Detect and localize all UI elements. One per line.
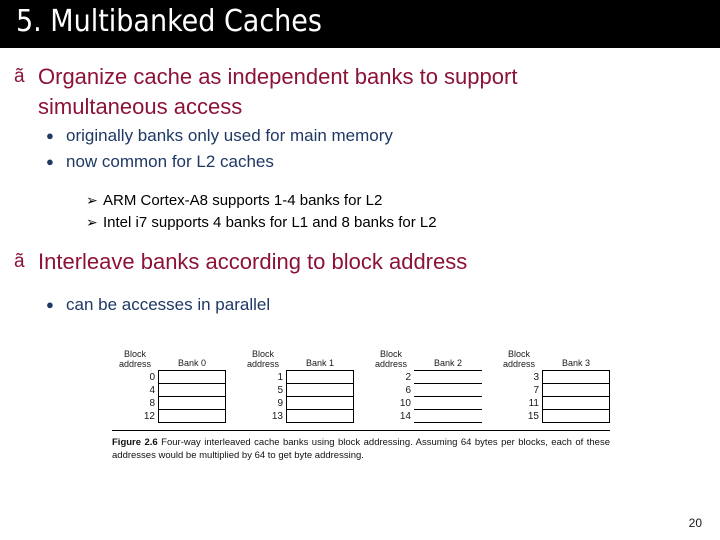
block-address-header: Block address <box>496 349 542 369</box>
bank-label: Bank 1 <box>305 358 335 368</box>
bank-cell <box>543 397 609 410</box>
block-address-value: 5 <box>277 385 283 396</box>
block-address-column-2: Block address 2 6 10 14 <box>368 349 414 423</box>
bank-cell <box>159 384 225 397</box>
bank-cell <box>414 384 482 397</box>
bullet-level1-interleave: ã Interleave banks according to block ad… <box>0 247 720 277</box>
bank-cell <box>287 371 353 384</box>
bank-group-2: Block address 2 6 10 14 Bank 2 <box>368 348 482 423</box>
block-address-header-line2: address <box>246 359 280 369</box>
figure-caption: Figure 2.6 Four-way interleaved cache ba… <box>112 436 610 462</box>
block-address-value: 10 <box>399 398 411 409</box>
bullet-text: Organize cache as independent banks to s… <box>38 64 518 119</box>
bank-column-3: Bank 3 <box>542 348 610 423</box>
bullet-text: Interleave banks according to block addr… <box>38 249 468 274</box>
bank-label: Bank 3 <box>561 358 591 368</box>
bank-box <box>542 370 610 423</box>
bullet-text: ARM Cortex-A8 supports 1-4 banks for L2 <box>103 192 383 209</box>
block-address-value: 6 <box>405 385 411 396</box>
block-address-header-line1: Block <box>379 349 402 359</box>
block-address-value: 11 <box>528 398 539 409</box>
bullet-arrow-icon: ➢ <box>86 214 98 230</box>
block-address-header-line2: address <box>374 359 408 369</box>
block-address-value: 4 <box>149 385 155 396</box>
bank-column-1: Bank 1 <box>286 348 354 423</box>
bank-group-1: Block address 1 5 9 13 Bank 1 <box>240 348 354 423</box>
page-number: 20 <box>688 516 702 530</box>
bullet-text: Intel i7 supports 4 banks for L1 and 8 b… <box>103 214 437 231</box>
block-address-value: 2 <box>405 372 411 383</box>
bank-box <box>286 370 354 423</box>
bullet-text: now common for L2 caches <box>66 152 274 171</box>
block-address-header: Block address <box>368 349 414 369</box>
bank-column-2: Bank 2 <box>414 348 482 423</box>
bank-label: Bank 2 <box>433 358 463 368</box>
slide-body: ã Organize cache as independent banks to… <box>0 48 720 540</box>
bullet-marker-icon: ã <box>14 251 25 272</box>
bullet-level2-parallel: ● can be accesses in parallel <box>0 293 720 317</box>
bank-box <box>158 370 226 423</box>
block-address-header-line2: address <box>118 359 152 369</box>
bank-cell <box>287 397 353 410</box>
bullet-level3-arm-cortex: ➢ ARM Cortex-A8 supports 1-4 banks for L… <box>0 190 720 211</box>
figure-divider <box>112 430 610 431</box>
bank-cell <box>287 410 353 423</box>
block-address-column-1: Block address 1 5 9 13 <box>240 349 286 423</box>
bank-cell <box>414 371 482 384</box>
block-address-header-line1: Block <box>251 349 274 359</box>
bank-group-3: Block address 3 7 11 15 Bank 3 <box>496 348 610 423</box>
bank-cell <box>159 410 225 423</box>
bullet-text: can be accesses in parallel <box>66 295 271 314</box>
bullet-level1-organize: ã Organize cache as independent banks to… <box>0 62 720 122</box>
bank-diagram: Block address 0 4 8 12 Bank 0 <box>112 348 610 423</box>
block-address-header: Block address <box>240 349 286 369</box>
bullet-dot-icon: ● <box>46 297 54 312</box>
bullet-level2-now-common: ● now common for L2 caches <box>0 150 720 174</box>
block-address-value: 12 <box>143 411 155 422</box>
block-address-header: Block address <box>112 349 158 369</box>
bullet-level2-originally: ● originally banks only used for main me… <box>0 124 720 148</box>
block-address-value: 7 <box>533 385 539 396</box>
bank-cell <box>543 384 609 397</box>
block-address-column-0: Block address 0 4 8 12 <box>112 349 158 423</box>
bullet-arrow-icon: ➢ <box>86 192 98 208</box>
block-address-header-line1: Block <box>123 349 146 359</box>
block-address-value: 3 <box>533 372 539 383</box>
bank-box <box>414 370 482 423</box>
block-address-value: 8 <box>149 398 155 409</box>
bank-column-0: Bank 0 <box>158 348 226 423</box>
bank-cell <box>287 384 353 397</box>
bullet-dot-icon: ● <box>46 128 54 143</box>
block-address-value: 9 <box>277 398 283 409</box>
block-address-header-line2: address <box>502 359 536 369</box>
bank-cell <box>543 410 609 423</box>
block-address-header-line1: Block <box>507 349 530 359</box>
block-address-value: 13 <box>271 411 283 422</box>
bullet-marker-icon: ã <box>14 66 25 87</box>
bank-group-0: Block address 0 4 8 12 Bank 0 <box>112 348 226 423</box>
figure-caption-text: Four-way interleaved cache banks using b… <box>112 437 610 461</box>
bank-cell <box>414 397 482 410</box>
bank-cell <box>159 371 225 384</box>
block-address-value: 1 <box>277 372 283 383</box>
bank-label: Bank 0 <box>177 358 207 368</box>
bullet-text: originally banks only used for main memo… <box>66 126 393 145</box>
bank-cell <box>159 397 225 410</box>
title-banner: 5. Multibanked Caches <box>0 0 720 48</box>
bank-cell <box>543 371 609 384</box>
block-address-value: 0 <box>149 372 155 383</box>
block-address-value: 14 <box>399 411 411 422</box>
block-address-column-3: Block address 3 7 11 15 <box>496 349 542 423</box>
bank-cell <box>414 410 482 423</box>
bullet-dot-icon: ● <box>46 154 54 169</box>
figure-caption-label: Figure 2.6 <box>112 437 158 448</box>
page-title: 5. Multibanked Caches <box>16 4 322 39</box>
bullet-level3-intel-i7: ➢ Intel i7 supports 4 banks for L1 and 8… <box>0 212 720 233</box>
block-address-value: 15 <box>527 411 539 422</box>
figure-interleaved-banks: Block address 0 4 8 12 Bank 0 <box>112 348 610 462</box>
